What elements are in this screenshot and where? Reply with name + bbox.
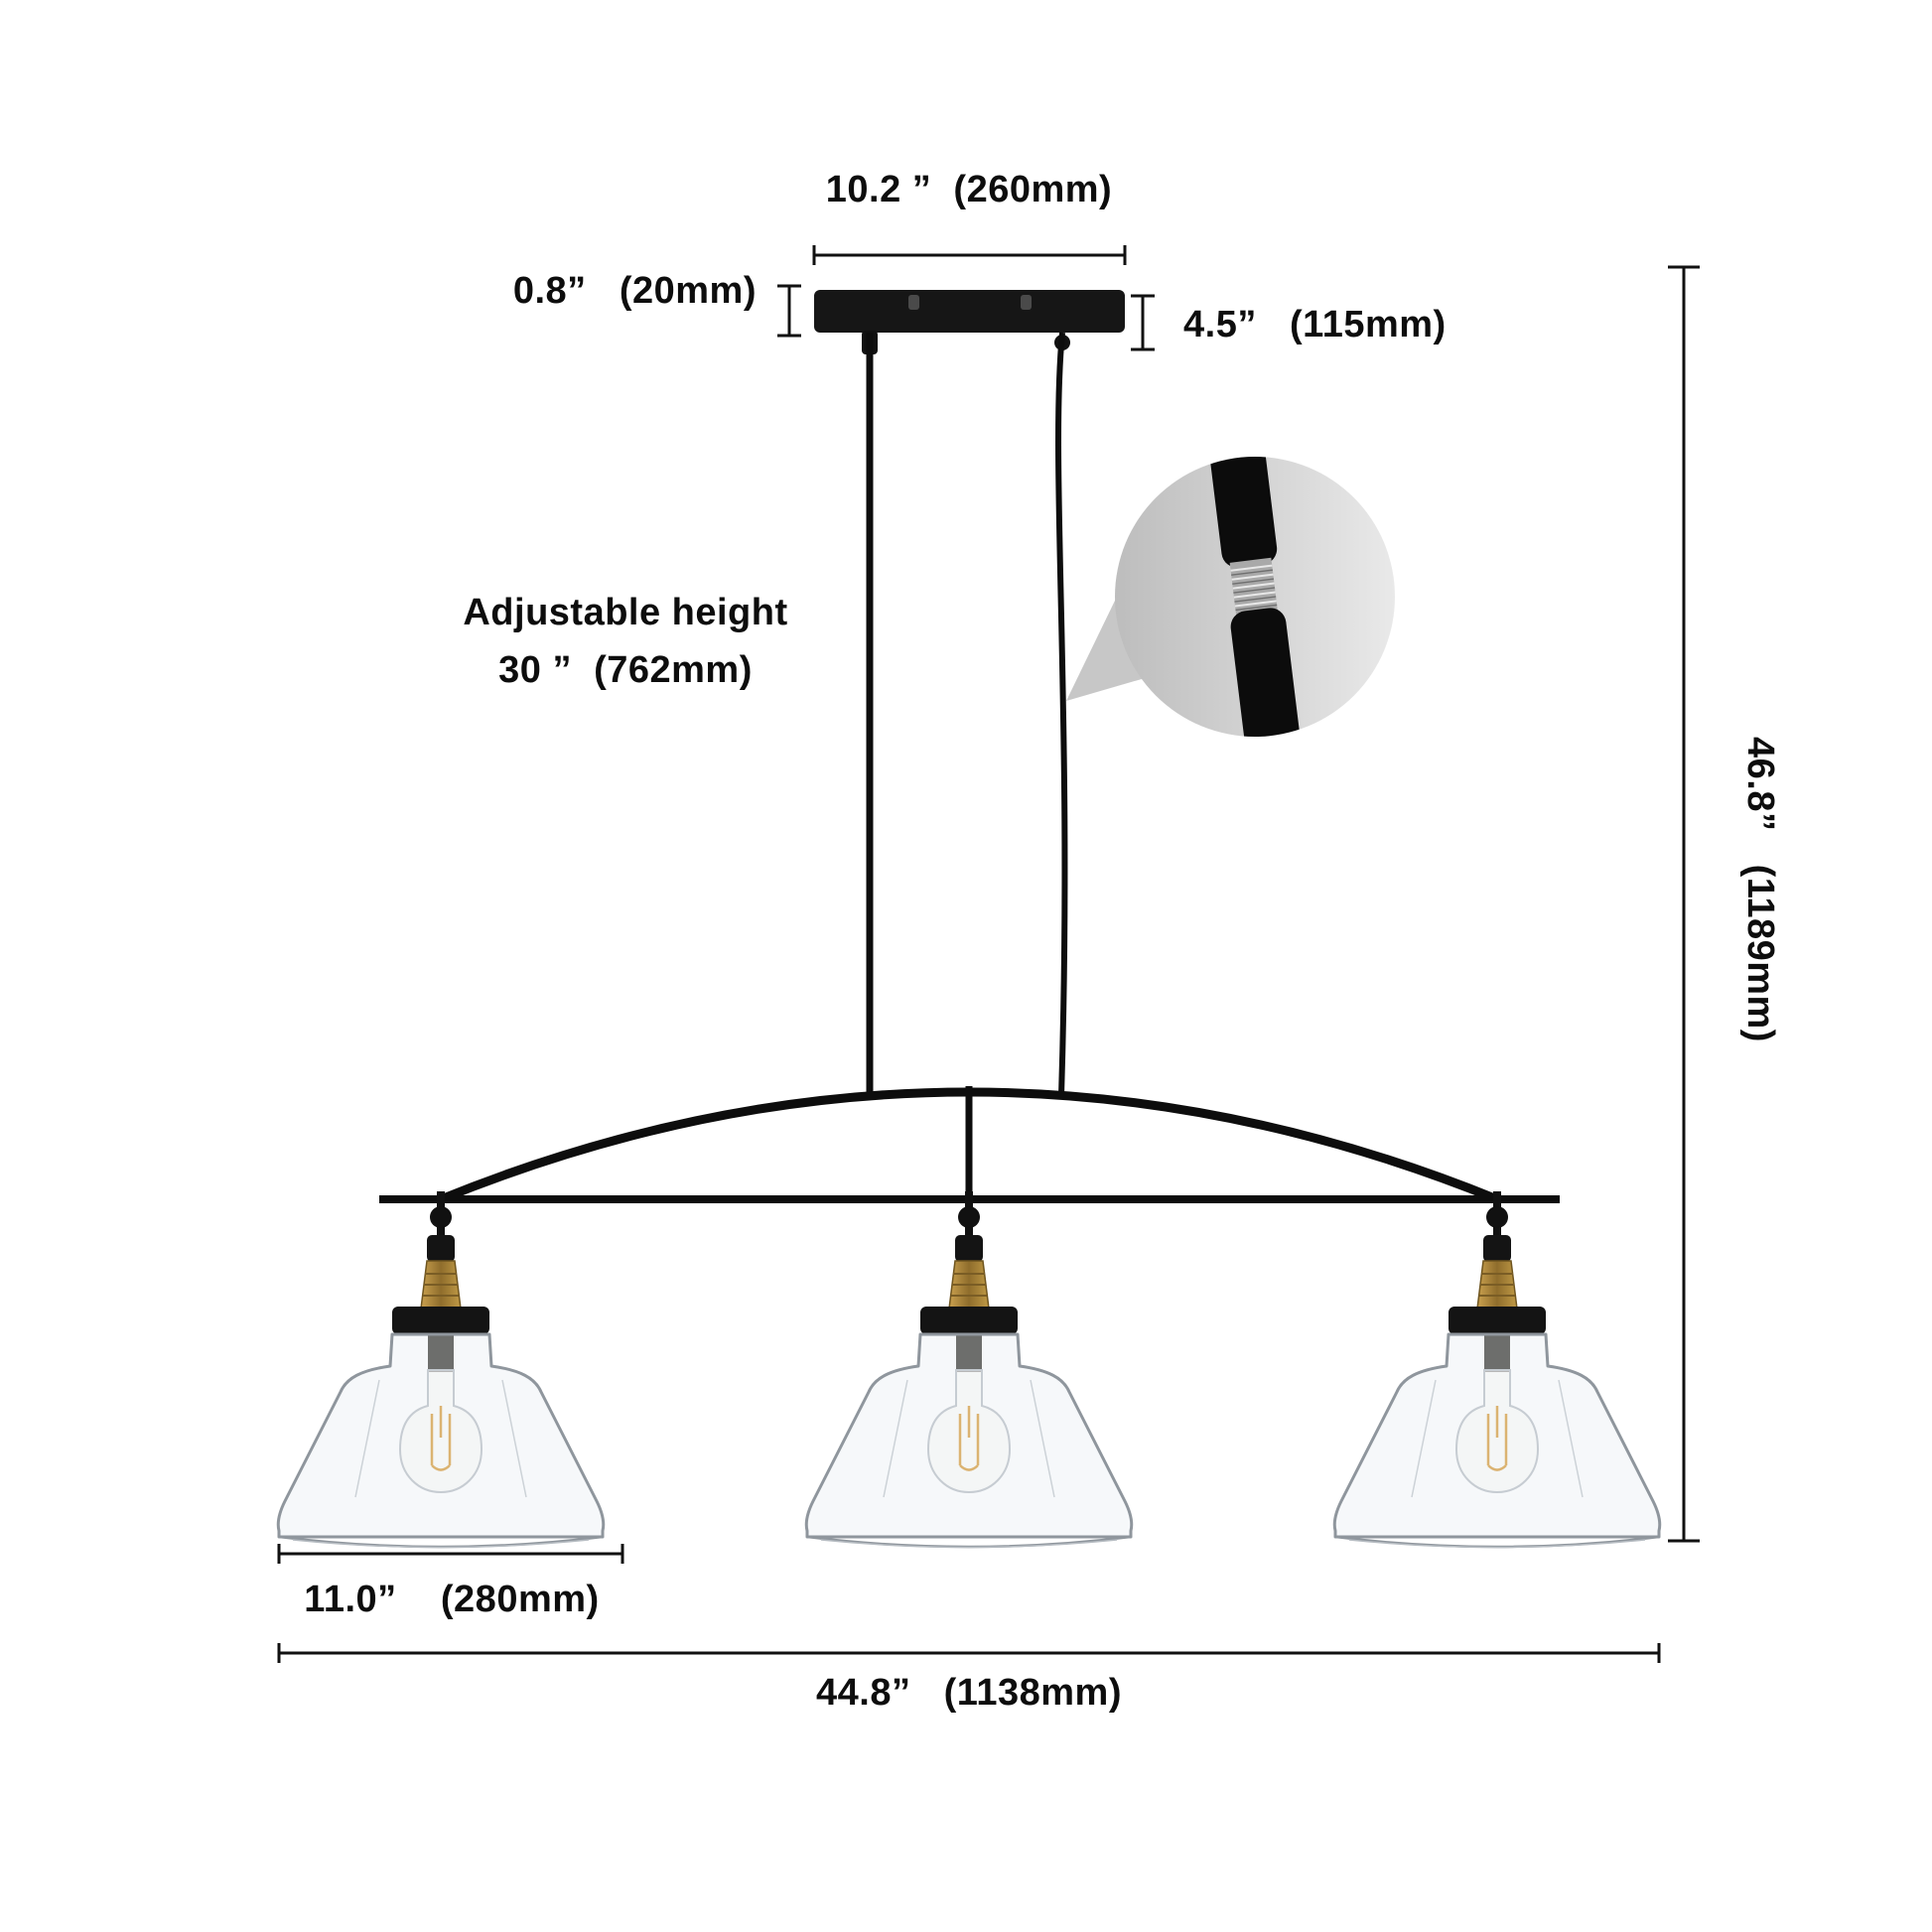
overall-length-dimline — [277, 1643, 1661, 1663]
canopy-thickness-label: 0.8” (20mm) — [512, 270, 757, 312]
down-rod-right — [1054, 332, 1070, 1097]
canopy-depth-label: 4.5” (115mm) — [1183, 304, 1447, 345]
canopy-depth-dimline — [1131, 294, 1155, 351]
ceiling-canopy — [814, 290, 1125, 333]
canopy-thickness-dimline — [777, 284, 801, 338]
canopy-length-dimline — [812, 245, 1127, 265]
pendant-left — [276, 1189, 606, 1549]
dimension-lines — [277, 245, 1700, 1663]
canopy-length-label: 10.2 ” (260mm) — [825, 169, 1113, 210]
shade-diameter-label: 11.0” (280mm) — [304, 1579, 600, 1620]
pendant-center — [804, 1189, 1134, 1549]
overall-length-label: 44.8” (1138mm) — [816, 1672, 1122, 1714]
pendant-right — [1332, 1189, 1662, 1549]
frame — [379, 1086, 1560, 1204]
zoom-detail-circle — [1115, 457, 1395, 737]
total-height-dimline — [1668, 265, 1700, 1543]
down-rod-left — [862, 331, 878, 1099]
total-height-label: 46.8” (1189mm) — [1739, 737, 1781, 1042]
adjustable-height-label-line2: 30 ” (762mm) — [498, 649, 753, 691]
adjustable-height-label-line1: Adjustable height — [463, 592, 788, 633]
shade-diameter-dimline — [277, 1544, 624, 1564]
